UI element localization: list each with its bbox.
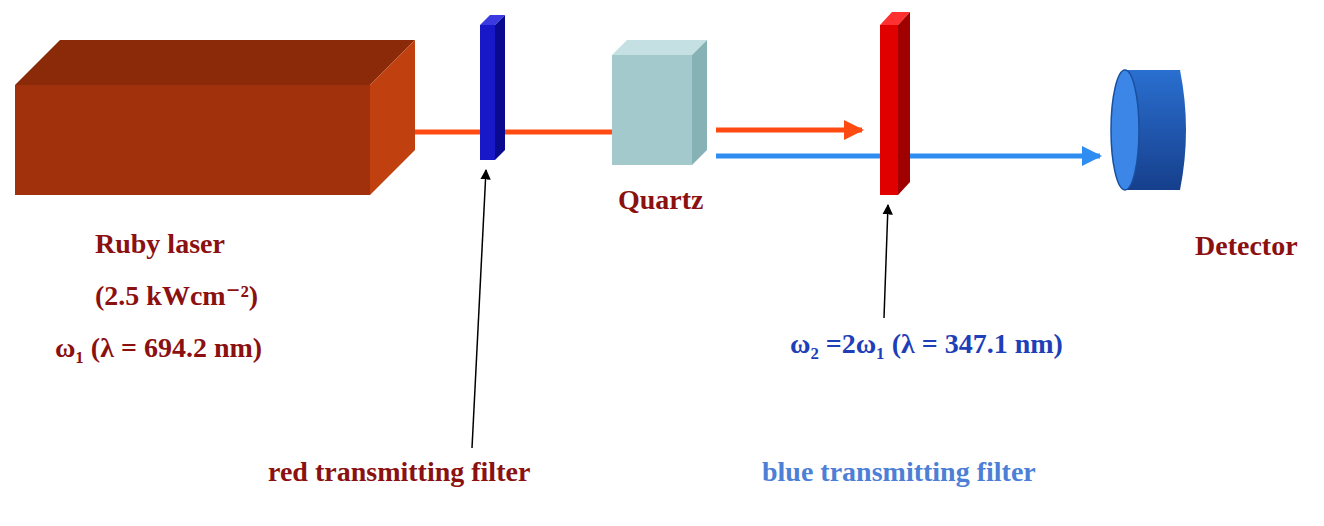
- harmonic-beam: [910, 154, 1100, 159]
- quartz-crystal: [612, 40, 707, 165]
- device-label: Detector: [1195, 230, 1298, 262]
- device-label: Ruby laser: [95, 228, 225, 260]
- filter-slab: [880, 12, 910, 195]
- fundamental-beam: [716, 128, 862, 133]
- device-label: Quartz: [618, 184, 704, 216]
- laser-beam: [410, 130, 485, 135]
- filter-label: blue transmitting filter: [762, 456, 1036, 488]
- leader-line: [884, 205, 888, 318]
- frequency-label: ω₁ (λ = 694.2 nm): [55, 332, 262, 364]
- frequency-label: ω₂ =2ω₁ (λ = 347.1 nm): [790, 328, 1063, 360]
- filter-slab: [480, 15, 505, 160]
- laser-beam: [500, 130, 615, 135]
- ruby-laser: [15, 40, 415, 195]
- detector: [1111, 70, 1186, 190]
- harmonic-beam: [716, 154, 882, 159]
- filter-label: red transmitting filter: [268, 456, 530, 488]
- intensity-label: (2.5 kWcm⁻²): [95, 280, 258, 312]
- leader-line: [472, 170, 486, 448]
